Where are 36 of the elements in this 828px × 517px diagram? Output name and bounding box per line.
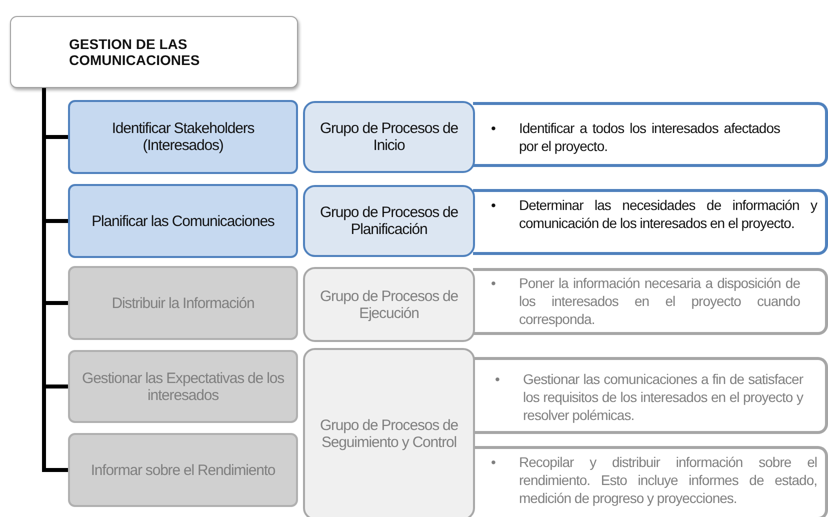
- box-label: Grupo de Procesos de Inicio: [318, 120, 460, 154]
- process-group-box: [303, 348, 475, 517]
- description-box: [473, 446, 828, 517]
- description-text: Gestionar las comunicaciones a fin de satisfacer los requisitos de los interesados en el proyecto y resolver polémicas.: [523, 370, 803, 425]
- box-label: Grupo de Procesos de Ejecución: [318, 288, 460, 322]
- box-label: Identificar Stakeholders (Interesados): [110, 120, 256, 154]
- description-text: Identificar a todos los interesados afectados por el proyecto.: [519, 119, 780, 156]
- process-box: [68, 350, 298, 423]
- process-group-box: [303, 101, 475, 173]
- bullet: •: [491, 274, 496, 292]
- box-label: Grupo de Procesos de Planificación: [318, 204, 460, 238]
- description-box: [473, 189, 828, 255]
- description-box: [473, 102, 828, 167]
- description-text: Determinar las necesidades de información y comunicación de los interesados en el proyecto.: [519, 196, 817, 232]
- process-box: [68, 100, 298, 174]
- process-box: [68, 433, 298, 507]
- bullet: •: [491, 196, 496, 214]
- description-box: [473, 357, 828, 434]
- box-label: Informar sobre el Rendimiento: [90, 462, 276, 478]
- title-box: [10, 16, 298, 88]
- description-text: Recopilar y distribuir información sobre el rendimiento. Esto incluye informes de estado, medición de progreso y proyecciones.: [519, 453, 817, 508]
- description-text: Poner la información necesaria a disposición de los interesados en el proyecto cuando corresponda.: [519, 274, 800, 329]
- process-group-box: [303, 185, 475, 257]
- box-label: Distribuir la Información: [112, 294, 254, 312]
- process-box: [68, 184, 298, 258]
- title-text: GESTION DE LAS COMUNICACIONES: [69, 36, 201, 68]
- connector-line: [42, 88, 68, 472]
- bullet: •: [495, 370, 500, 388]
- bullet: •: [491, 453, 496, 472]
- process-group-box: [303, 267, 475, 342]
- box-label: Grupo de Procesos de Seguimiento y Control: [318, 417, 460, 451]
- bullet: •: [491, 119, 496, 138]
- process-box: [68, 266, 298, 340]
- box-label: Planificar las Comunicaciones: [92, 212, 274, 230]
- description-box: [473, 268, 828, 335]
- box-label: Gestionar las Expectativas de los interesados: [81, 370, 285, 404]
